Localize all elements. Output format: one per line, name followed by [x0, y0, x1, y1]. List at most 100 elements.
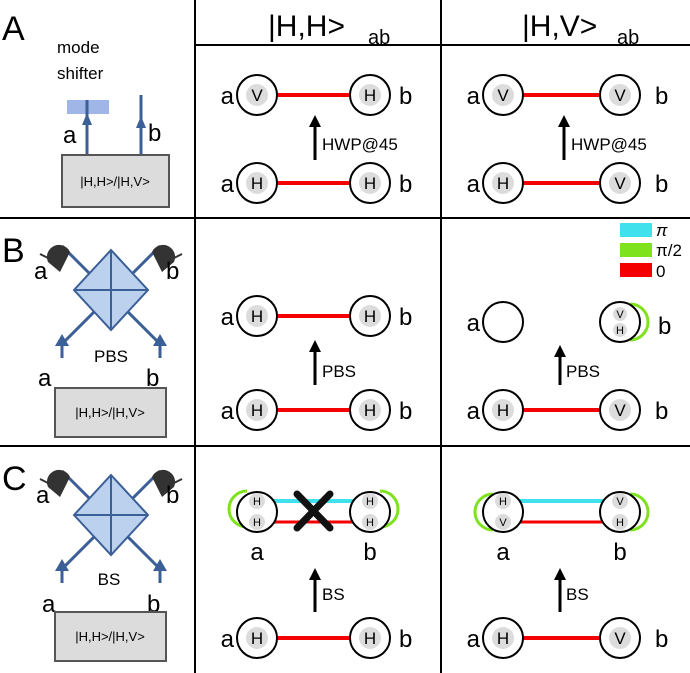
- detector-a-icon: [39, 244, 70, 272]
- row-b-hv-in-b: b: [655, 398, 668, 425]
- row-a-hv-arrow-head: [558, 115, 570, 127]
- row-b-hh-out-mode-a-pol-label: H: [251, 307, 263, 326]
- row-c-hh-out-mode-a: [236, 491, 278, 533]
- row-c-hh-out-phase-arc-b: [379, 489, 400, 529]
- row-a-hh-out-mode-a-pol-label: V: [251, 86, 263, 105]
- row-letter-a: A: [2, 10, 25, 48]
- port-label-a: a: [63, 122, 77, 149]
- arrow-in-b-icon: [153, 559, 167, 571]
- row-a-hh-out-b: b: [399, 83, 412, 110]
- row-b-hh-out-mode-b-pol-dot: [359, 305, 381, 327]
- legend-swatch-zero: [620, 263, 652, 277]
- row-a-hh-out-mode-b-pol-dot: [359, 84, 381, 106]
- row-a-hv-out-mode-a-pol-label: V: [497, 86, 509, 105]
- row-b-hh-arrow-head: [309, 340, 321, 352]
- header-hh-subscript: ab: [368, 27, 390, 49]
- port-label-b: b: [148, 120, 161, 147]
- row-b-hv-in-mode-b-pol-label: V: [614, 401, 626, 420]
- row-c-hh-out-a-pol-2-label: H: [253, 517, 261, 529]
- detector-label-b: b: [166, 482, 179, 509]
- row-b-setup: a b PBS a b |H,H>/|H,V>: [34, 244, 183, 438]
- row-b-hh-out-b: b: [399, 304, 412, 331]
- row-a-hv-out-mode-b-pol-dot: [609, 84, 631, 106]
- arrow-b-icon: [136, 116, 146, 128]
- row-c-hv-out-b-pol-2-label: H: [616, 517, 624, 529]
- legend-swatch-pi-half: [620, 243, 652, 257]
- row-b-hv-out-mode-b: [599, 301, 641, 343]
- row-c-hh-out-phase-arc-a: [227, 489, 248, 529]
- row-c-hv-out-b-pol-2-dot: [612, 514, 628, 530]
- row-c-hv-in-a: a: [467, 626, 481, 653]
- row-b-hv-out-mode-b-pol-2-label: H: [616, 325, 624, 337]
- row-c-hv-op-label: BS: [566, 585, 589, 604]
- row-b-hh-out-mode-a-pol-dot: [246, 305, 268, 327]
- pbs-label: PBS: [94, 347, 128, 366]
- row-c-hv-out-phase-arc-a: [473, 492, 494, 532]
- row-a-hh-in-mode-a-pol-label: H: [251, 174, 263, 193]
- row-c-hh-out-b-pol-2-dot: [362, 514, 378, 530]
- detector-label-b: b: [166, 258, 179, 285]
- row-c-hv-out-a-pol-1-dot: [495, 493, 511, 509]
- row-a-hh-in-a: a: [221, 171, 235, 198]
- input-label-a: a: [42, 591, 56, 618]
- header-hv-ket: |H,V>: [522, 10, 597, 43]
- source-label: |H,H>/|H,V>: [80, 174, 150, 189]
- row-a-hh-in-mode-b-pol-label: H: [364, 174, 376, 193]
- header-hv-subscript: ab: [617, 27, 639, 49]
- row-b-hh-in-b: b: [399, 398, 412, 425]
- row-a-setup: mode shifter a b |H,H>/|H,V>: [57, 38, 170, 208]
- row-b-hh-in-a: a: [221, 398, 235, 425]
- row-b-hv-in-mode-b-pol-dot: [609, 399, 631, 421]
- row-a-hv-in-mode-a-pol-label: H: [497, 174, 509, 193]
- row-a-hh-arrow-head: [309, 115, 321, 127]
- source-label: |H,H>/|H,V>: [75, 629, 145, 644]
- detector-label-a: a: [34, 258, 48, 285]
- row-c-hh-out-b: b: [363, 539, 376, 566]
- row-c-hh-arrow-head: [309, 568, 321, 580]
- row-a-hh-out-mode-b-pol-label: H: [364, 86, 376, 105]
- mode-shifter-label-line1: mode: [57, 38, 100, 57]
- legend-swatch-pi: [620, 223, 652, 237]
- row-c-hv-out-a-pol-2-dot: [495, 514, 511, 530]
- row-c-hh-in-a: a: [221, 626, 235, 653]
- row-b-hh-in-mode-a-pol-dot: [246, 399, 268, 421]
- row-a-hv-op-label: HWP@45: [571, 135, 647, 154]
- row-b-hv-out-mode-a: [482, 301, 524, 343]
- row-b-hh-op-label: PBS: [322, 362, 356, 381]
- arrow-in-a-icon: [55, 334, 69, 346]
- row-c-hh-out-mode-b: [349, 491, 391, 533]
- input-label-b: b: [146, 365, 159, 392]
- row-c-hv-out-phase-arc-b: [629, 492, 650, 532]
- source-box: [54, 611, 167, 662]
- row-b-hv-out-a: a: [467, 310, 481, 337]
- row-a-hv-out-mode-a-pol-dot: [492, 84, 514, 106]
- row-c-hh-in-mode-a-pol-dot: [246, 627, 268, 649]
- row-a-hh-out-a: a: [221, 83, 235, 110]
- detector-b-icon: [152, 469, 183, 497]
- detector-label-a: a: [36, 482, 50, 509]
- input-label-a: a: [38, 365, 52, 392]
- mode-shifter-label-line2: shifter: [57, 64, 104, 83]
- bs-label: BS: [98, 570, 121, 589]
- source-label: |H,H>/|H,V>: [75, 405, 145, 420]
- detector-a-icon: [39, 469, 70, 497]
- row-a-hv-out-mode-b-pol-label: V: [614, 86, 626, 105]
- source-box: [54, 387, 167, 438]
- row-c-hh-in-mode-b-pol-dot: [359, 627, 381, 649]
- column-header-hv: |H,V> ab: [522, 10, 639, 49]
- row-c-hv-out-a-pol-2-label: V: [499, 517, 507, 529]
- row-a-hh-out-mode-a-pol-dot: [246, 84, 268, 106]
- arrow-in-a-icon: [55, 559, 69, 571]
- row-c-hh-in-mode-a-pol-label: H: [251, 629, 263, 648]
- row-a-hh-in-b: b: [399, 171, 412, 198]
- row-c-hh-out-b-pol-1-label: H: [366, 496, 374, 508]
- row-a-hv-in-b: b: [655, 171, 668, 198]
- row-b-hv-in-mode-a-pol-dot: [492, 399, 514, 421]
- row-c-hv-in-mode-b-pol-label: V: [614, 629, 626, 648]
- row-c-hv-in-mode-a-pol-dot: [492, 627, 514, 649]
- row-letter-c: C: [2, 460, 27, 498]
- row-c-hh-in-b: b: [399, 626, 412, 653]
- row-c-hh-op-label: BS: [322, 585, 345, 604]
